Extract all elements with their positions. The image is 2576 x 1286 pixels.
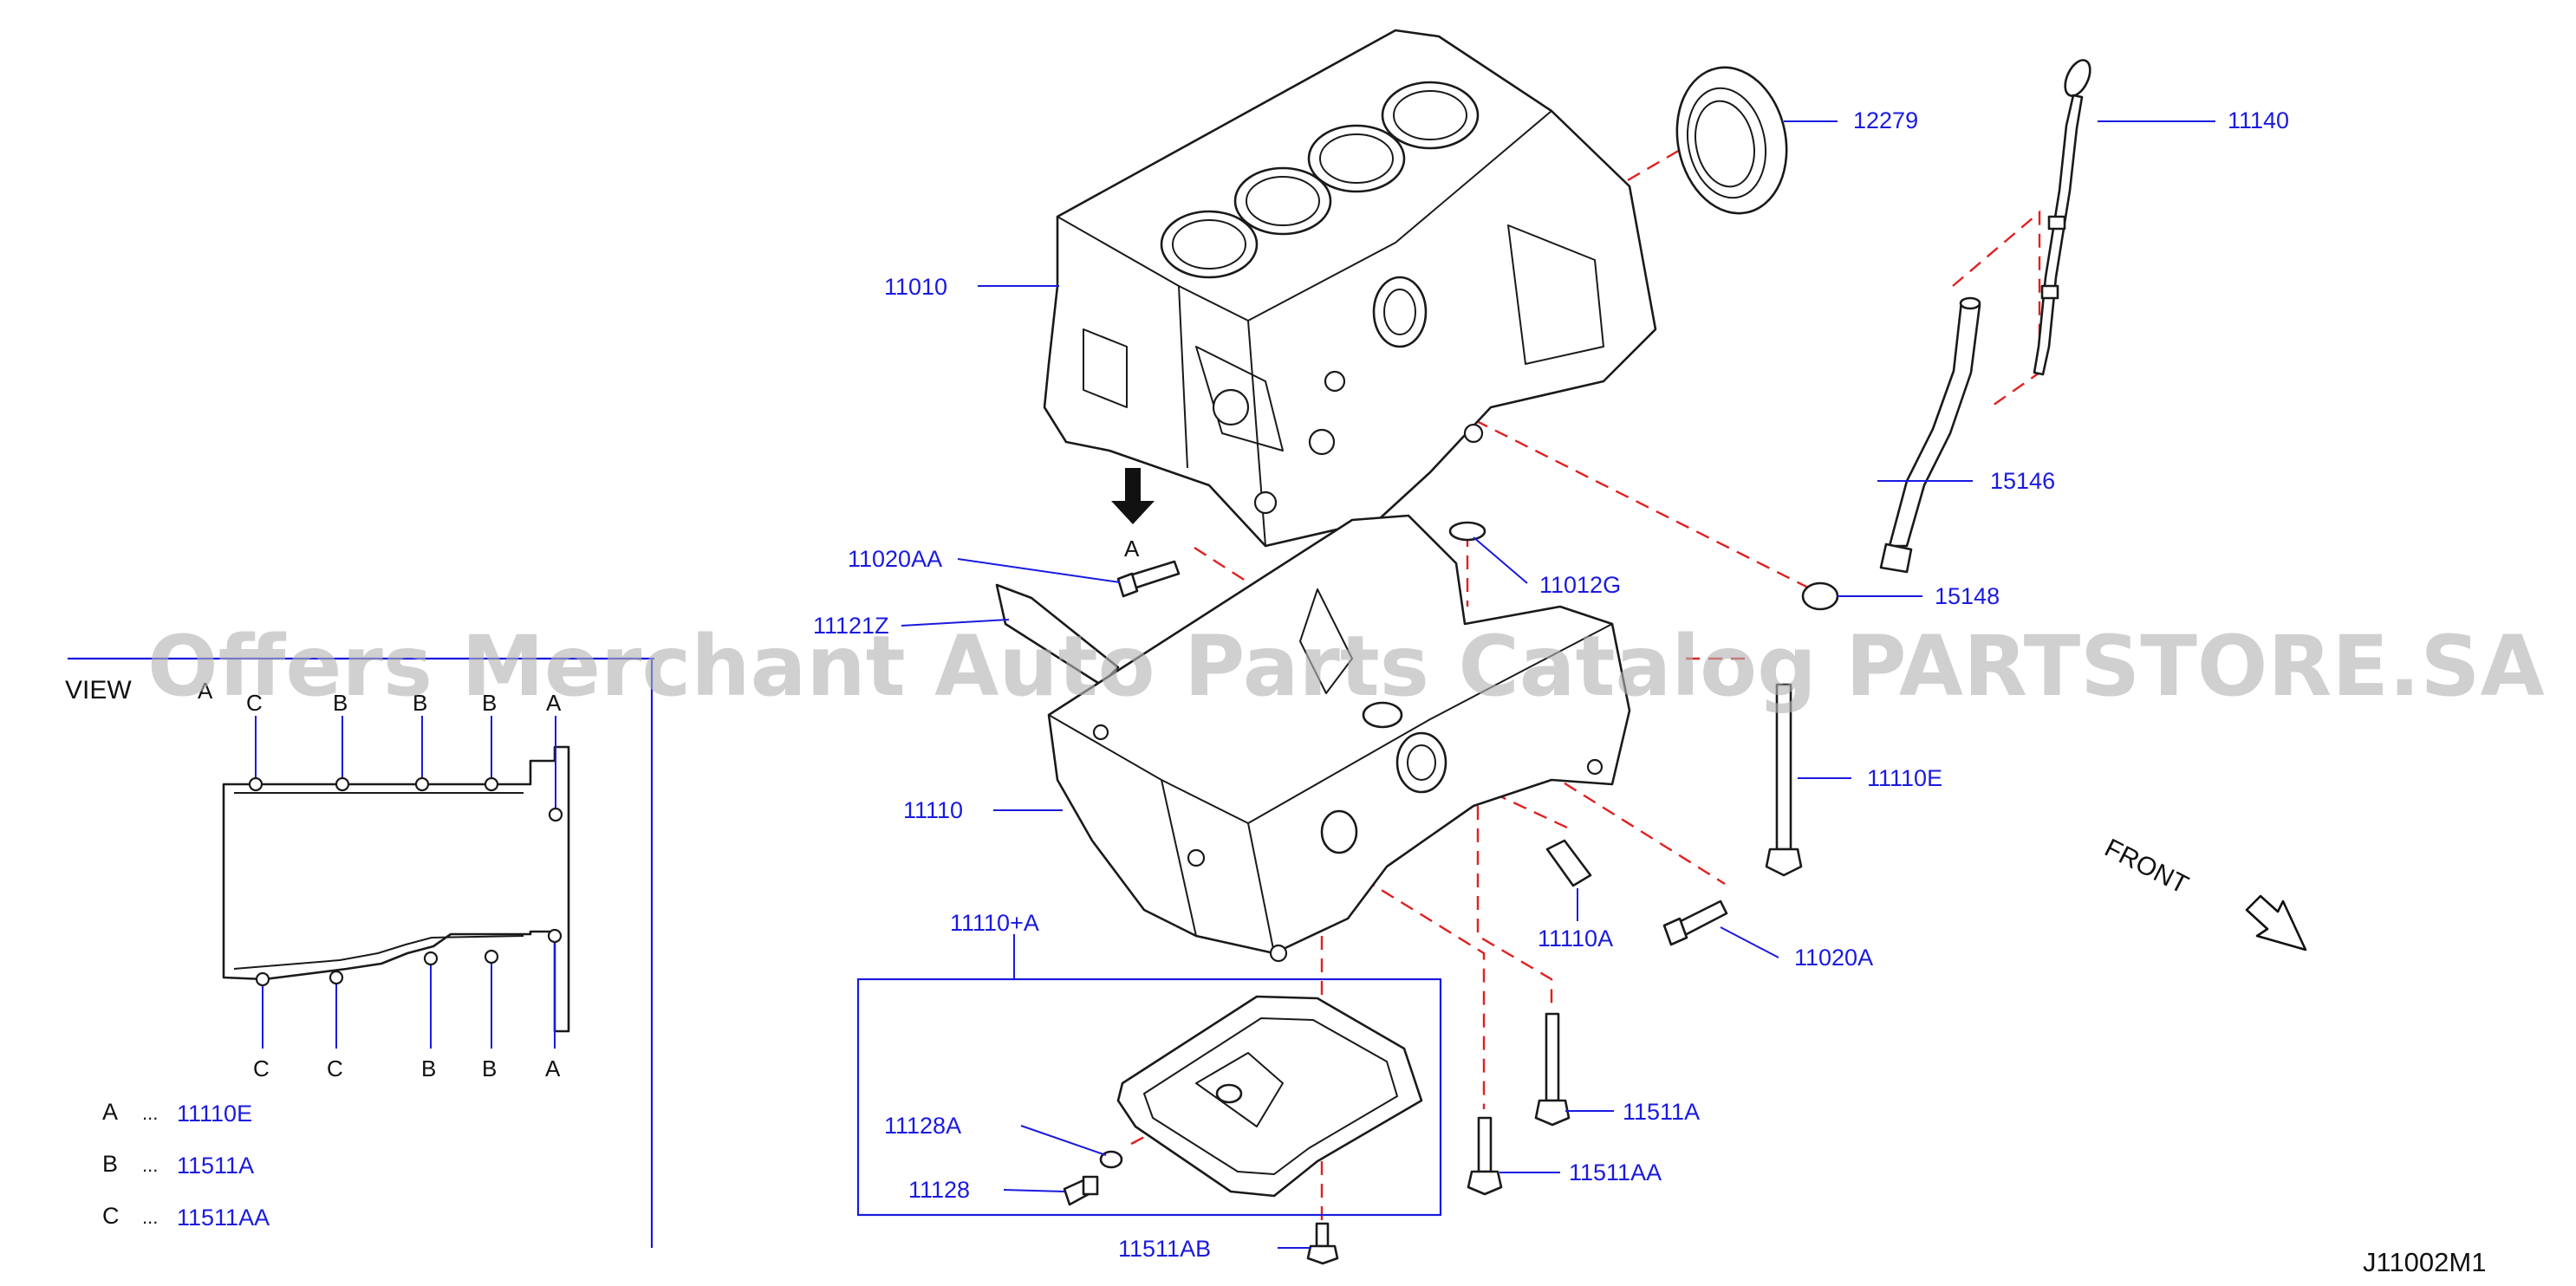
bolt-11511a-illustration (1534, 1012, 1571, 1127)
o-ring-illustration (1801, 581, 1839, 611)
front-indicator: FRONT (2100, 834, 2307, 952)
part-label-11140[interactable]: 11140 (2228, 107, 2289, 133)
legend-key: C (102, 1203, 120, 1229)
view-bottom-label: C (253, 1055, 270, 1081)
part-label-11128A[interactable]: 11128A (884, 1113, 961, 1139)
part-label-11020A[interactable]: 11020A (1794, 945, 1873, 971)
view-top-label: B (413, 690, 427, 716)
part-label-11010[interactable]: 11010 (884, 274, 947, 300)
part-label-11020AA[interactable]: 11020AA (848, 546, 942, 572)
view-top-labels: C B B B A (246, 690, 562, 716)
part-label-11121Z[interactable]: 11121Z (813, 613, 889, 639)
oil-pan-kit-frame (856, 934, 1442, 1217)
front-label: FRONT (2100, 834, 2193, 900)
part-label-11110plusA[interactable]: 11110+A (950, 910, 1039, 936)
bolt-11511ab-illustration (1306, 1222, 1339, 1265)
legend-key: A (102, 1099, 118, 1125)
view-arrow-letter: A (1124, 536, 1140, 562)
washer-11128a-illustration (1099, 1150, 1123, 1169)
part-label-15148[interactable]: 15148 (1935, 583, 2000, 609)
oil-pan-illustration (1116, 995, 1423, 1198)
legend-part-11110E[interactable]: 11110E (177, 1101, 252, 1127)
part-label-11511A[interactable]: 11511A (1623, 1099, 1700, 1125)
cylinder-block-illustration (1043, 29, 1657, 548)
legend-dots: ... (142, 1154, 158, 1176)
view-bottom-labels: C C B B A (253, 1055, 561, 1081)
legend-dots: ... (142, 1206, 158, 1228)
plug-11012g-illustration (1448, 521, 1486, 542)
part-label-11128[interactable]: 11128 (908, 1177, 970, 1203)
part-label-11110[interactable]: 11110 (903, 797, 963, 823)
view-bottom-label: B (482, 1055, 497, 1081)
legend-key: B (102, 1151, 118, 1177)
lower-crankcase-illustration (1047, 514, 1631, 963)
view-bottom-label: B (421, 1055, 436, 1081)
bolt-11511aa-illustration (1467, 1116, 1503, 1196)
bolt-11110e-illustration (1765, 683, 1803, 877)
view-title: VIEW (65, 676, 132, 705)
view-oil-pan-outline (222, 745, 570, 1033)
view-top-label: B (333, 690, 348, 716)
part-label-11511AA[interactable]: 11511AA (1569, 1159, 1662, 1185)
bolt-11020aa-illustration (1116, 560, 1181, 598)
dipstick-illustration (2033, 59, 2091, 376)
oil-seal-illustration (1675, 66, 1788, 215)
view-top-label: A (546, 690, 562, 716)
view-legend: A ... 11110E B ... 11511A C ... 11511AA (102, 1099, 270, 1231)
view-bottom-bolts (255, 928, 563, 1049)
front-arrow-icon (2245, 894, 2307, 952)
view-letter: A (198, 678, 213, 704)
drain-plug-11128-illustration (1063, 1175, 1099, 1206)
part-label-12279[interactable]: 12279 (1853, 107, 1918, 133)
diagram-code: J11002M1 (2363, 1247, 2486, 1277)
watermark-text: Offers Merchant Auto Parts Catalog PARTS… (147, 618, 2545, 715)
view-top-label: B (482, 690, 497, 716)
bolt-11020a-illustration (1662, 900, 1728, 946)
dipstick-tube-illustration (1879, 296, 1981, 574)
legend-part-11511A[interactable]: 11511A (177, 1153, 254, 1179)
part-label-11511AB[interactable]: 11511AB (1118, 1236, 1211, 1262)
down-arrow-icon (1111, 468, 1155, 524)
view-top-label: C (246, 690, 263, 716)
view-a-arrow: A (1111, 468, 1155, 562)
legend-part-11511AA[interactable]: 11511AA (177, 1205, 270, 1231)
sleeve-11110a-illustration (1545, 839, 1592, 887)
part-number-labels: 11010 12279 11140 15146 15148 11020AA 11… (813, 107, 2289, 1262)
leader-lines (901, 120, 2215, 1249)
view-top-bolts (248, 716, 563, 822)
part-label-15146[interactable]: 15146 (1990, 468, 2055, 494)
view-a-panel: VIEW A C B B B A (65, 657, 654, 1248)
view-bottom-label: A (545, 1055, 561, 1081)
view-bottom-label: C (327, 1055, 343, 1081)
part-label-11012G[interactable]: 11012G (1539, 572, 1621, 598)
part-label-11110A[interactable]: 11110A (1538, 926, 1613, 952)
part-label-11110E[interactable]: 11110E (1867, 765, 1942, 791)
legend-dots: ... (142, 1102, 158, 1124)
